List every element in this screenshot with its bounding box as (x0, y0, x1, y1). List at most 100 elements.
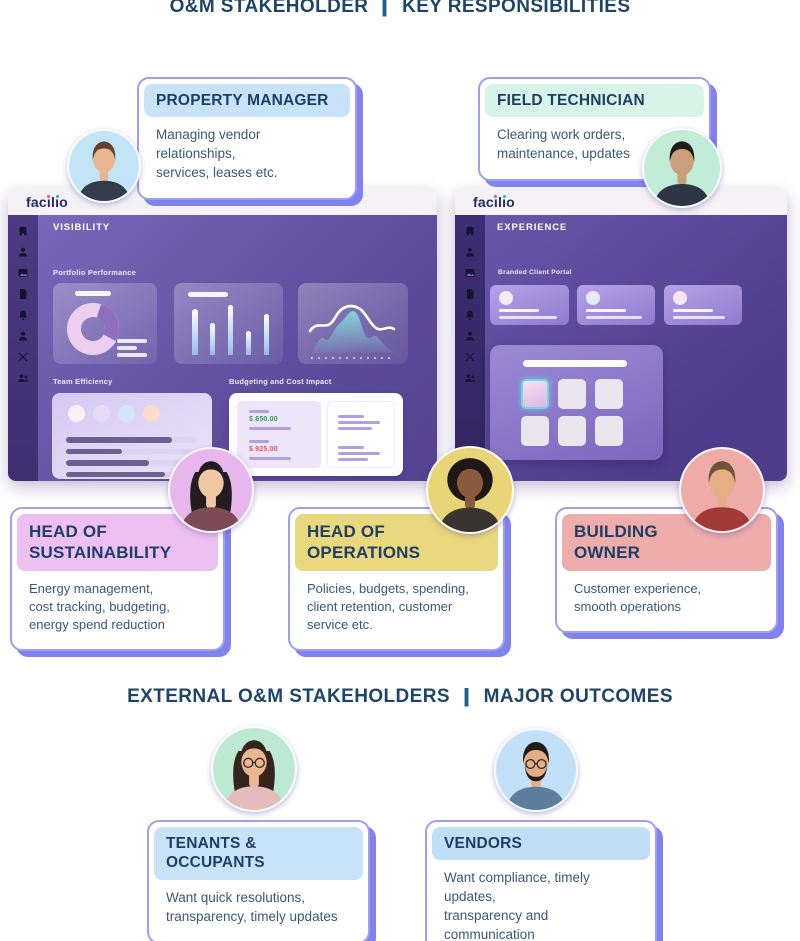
title-divider: | (462, 686, 472, 707)
bottom-title-right: MAJOR OUTCOMES (483, 686, 673, 707)
budget-line (249, 427, 291, 430)
card-title: HEAD OF OPERATIONS (307, 522, 421, 563)
avatar-field-technician (642, 128, 722, 208)
team-icon (464, 372, 476, 384)
bottom-title-left: EXTERNAL O&M STAKEHOLDERS (127, 686, 450, 707)
team-row (66, 437, 197, 443)
card-title: FIELD TECHNICIAN (497, 92, 645, 109)
bar-chart-bars (192, 299, 269, 355)
portal-line (586, 316, 642, 319)
card-title: VENDORS (444, 835, 523, 852)
bar (192, 309, 198, 355)
avatar-head-operations (426, 446, 514, 534)
legend-line (117, 346, 137, 350)
bar (263, 314, 269, 355)
team-row-fill (66, 471, 165, 477)
avatar-building-owner (679, 447, 765, 533)
app-tile (595, 416, 623, 446)
app-tile (558, 379, 586, 409)
portal-card (664, 285, 742, 325)
tools-icon (17, 351, 29, 363)
card-body: Want quick resolutions, transparency, ti… (166, 889, 338, 924)
facilio-logo: facılıo (26, 193, 68, 210)
dashboard-experience: facılıo EXPERIENCE Branded Client Portal (455, 188, 787, 481)
card-header: VENDORS (432, 827, 650, 861)
person-icon (464, 330, 476, 342)
portal-line (499, 309, 539, 312)
portal-label: Branded Client Portal (498, 269, 572, 276)
card-head-sustainability: HEAD OF SUSTAINABILITY Energy management… (10, 507, 225, 652)
card-head-operations: HEAD OF OPERATIONS Policies, budgets, sp… (288, 507, 505, 652)
building-icon (17, 225, 29, 237)
legend-line (117, 339, 147, 343)
alert-icon (464, 309, 476, 321)
bottom-section-title: EXTERNAL O&M STAKEHOLDERS | MAJOR OUTCOMES (0, 686, 800, 708)
report-icon (464, 288, 476, 300)
app-tile (595, 379, 623, 409)
status-dot (143, 405, 160, 422)
budget-panel-left: $ 650.00 $ 925.00 (237, 401, 321, 468)
card-header: FIELD TECHNICIAN (485, 84, 704, 118)
budget-line (338, 415, 364, 418)
dashboard-sidebar (8, 215, 38, 481)
avatar-vendors (494, 728, 578, 812)
bar (227, 305, 234, 355)
budget-label: Budgeting and Cost Impact (229, 377, 332, 386)
budget-line (338, 421, 380, 424)
top-title-left: O&M STAKEHOLDER (169, 0, 369, 17)
status-dot (68, 405, 85, 422)
dashboard-body: VISIBILITY Portfolio Performance (8, 215, 437, 481)
section-label: VISIBILITY (53, 222, 111, 233)
card-header: TENANTS & OCCUPANTS (154, 827, 363, 880)
team-row (66, 471, 184, 477)
user-icon (464, 246, 476, 258)
portal-avatar-circle (673, 291, 687, 305)
team-row-fill (66, 448, 122, 454)
status-dot (93, 405, 110, 422)
team-row (66, 448, 197, 454)
alert-icon (17, 309, 29, 321)
line-chart (298, 283, 408, 364)
panel-title-bar (523, 360, 627, 367)
tools-icon (464, 351, 476, 363)
card-header: BUILDING OWNER (562, 514, 771, 571)
portal-avatar-circle (499, 291, 513, 305)
dashboard-body: EXPERIENCE Branded Client Portal (455, 215, 787, 481)
app-tile (558, 416, 586, 446)
user-icon (17, 246, 29, 258)
portal-line (586, 309, 626, 312)
donut-chart-graphic (67, 303, 119, 355)
chart-title-pill (188, 292, 228, 297)
budget-panel-right (327, 401, 395, 468)
top-section-title: O&M STAKEHOLDER|KEY RESPONSIBILITIES (0, 0, 800, 18)
line-chart-graphic (308, 304, 396, 360)
bar (245, 331, 252, 355)
dashboard-sidebar (455, 215, 485, 481)
building-icon (464, 225, 476, 237)
dashboard-visibility: facılıo VISIBILITY Portfolio Performance (8, 188, 437, 481)
card-title: HEAD OF SUSTAINABILITY (29, 522, 172, 563)
bar-chart (174, 283, 283, 364)
budget-line (338, 446, 364, 449)
avatar-tenants (211, 726, 297, 812)
legend-line (117, 353, 147, 357)
app-tile (521, 416, 549, 446)
portal-line (673, 309, 713, 312)
portal-avatar-circle (586, 291, 600, 305)
team-row (66, 460, 197, 466)
avatar-property-manager (67, 129, 141, 203)
top-title-right: KEY RESPONSIBILITIES (402, 0, 631, 17)
card-tenants-occupants: TENANTS & OCCUPANTS Want quick resolutio… (147, 820, 370, 941)
card-property-manager: PROPERTY MANAGER Managing vendor relatio… (137, 77, 357, 201)
card-body: Managing vendor relationships, services,… (156, 127, 278, 181)
status-dot (118, 405, 135, 422)
app-grid-panel (490, 345, 663, 460)
avatar-head-sustainability (168, 447, 254, 533)
bar (209, 323, 216, 355)
chart-title-pill (75, 291, 111, 296)
card-title: TENANTS & OCCUPANTS (166, 835, 265, 872)
report-icon (17, 288, 29, 300)
card-body: Want compliance, timely updates, transpa… (444, 870, 590, 941)
team-row-fill (66, 437, 172, 443)
card-title: BUILDING OWNER (574, 522, 658, 563)
